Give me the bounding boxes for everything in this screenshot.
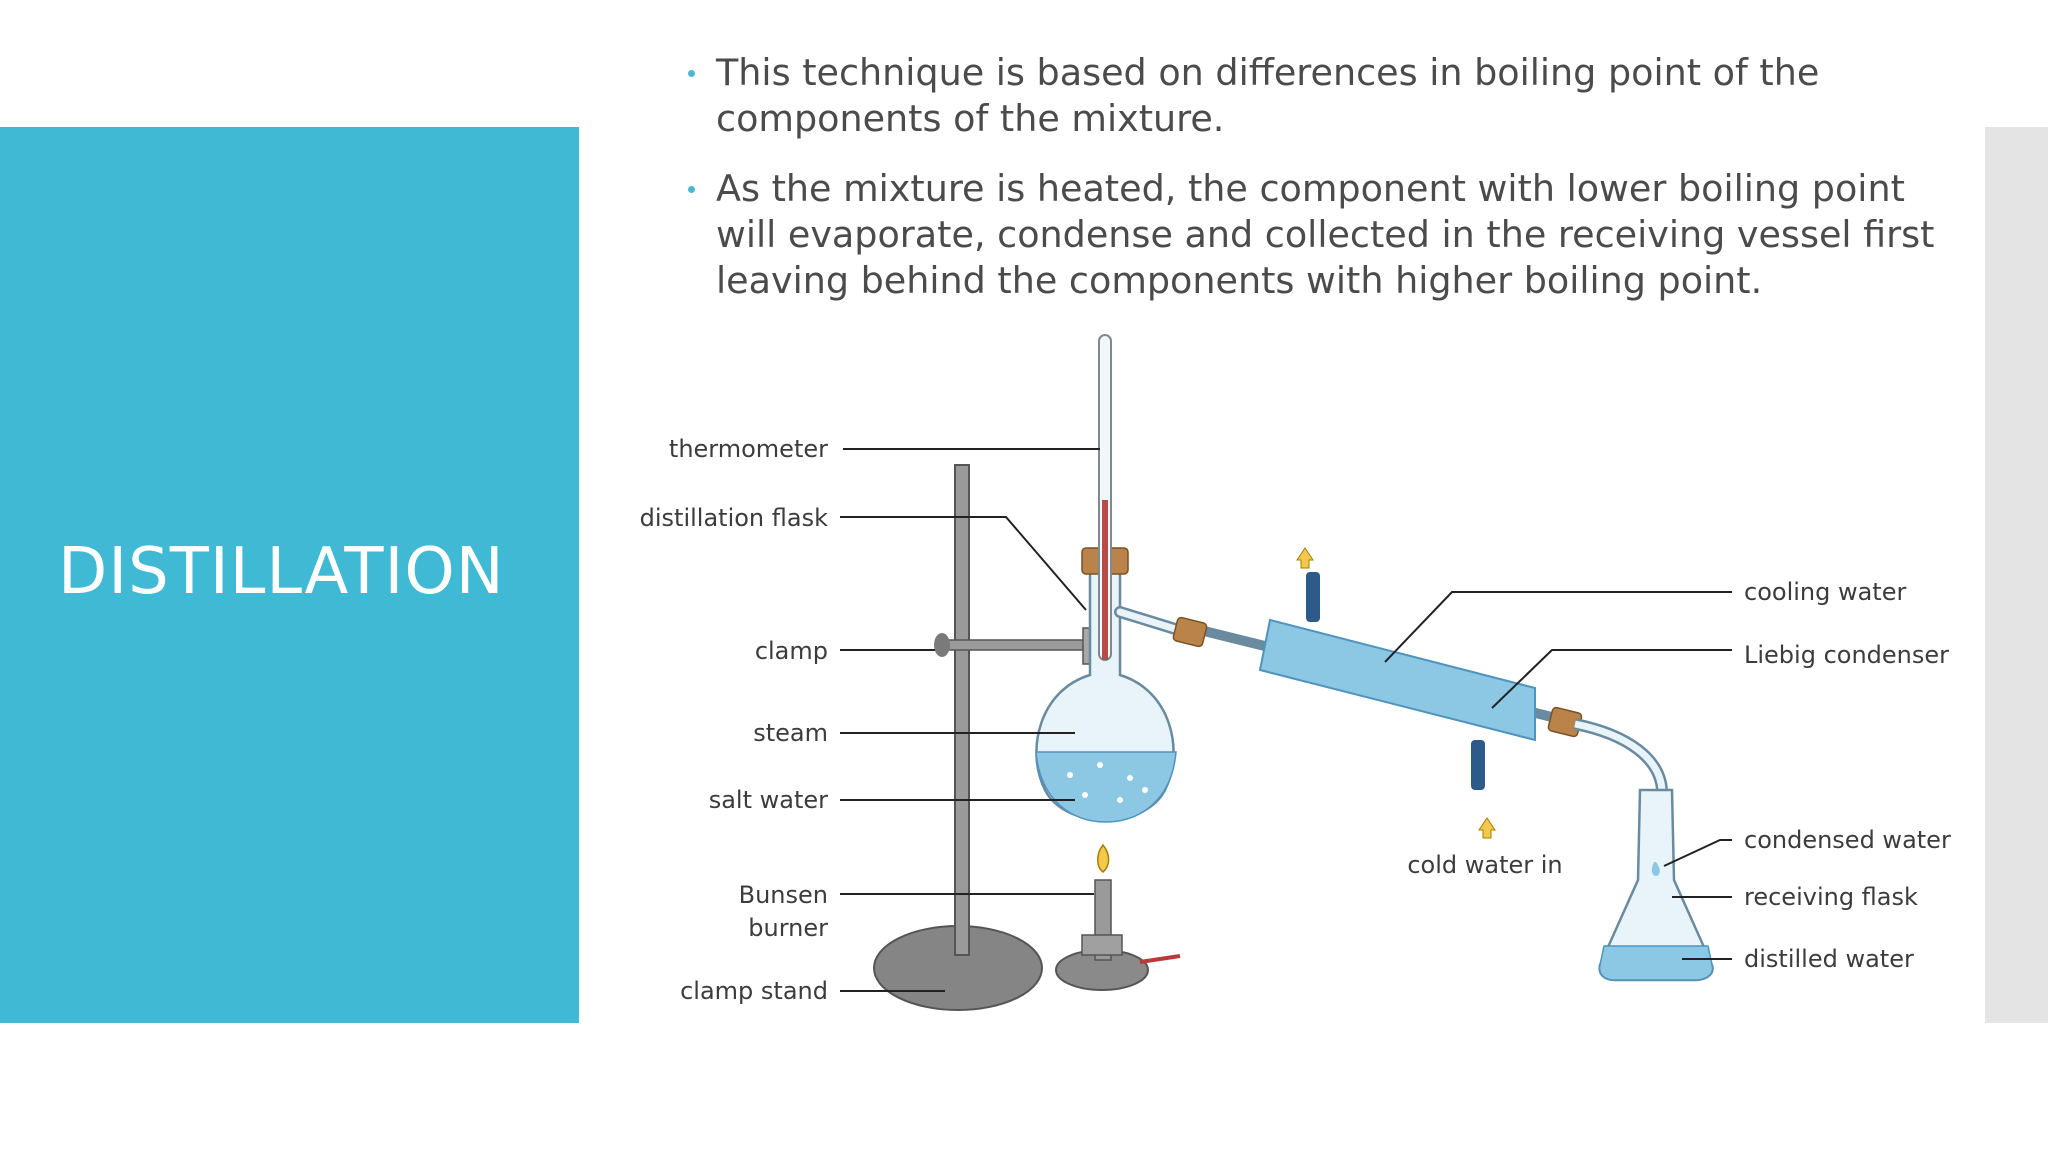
label-salt-water: salt water	[709, 786, 1075, 814]
svg-text:salt water: salt water	[709, 786, 828, 814]
liebig-condenser	[1172, 547, 1583, 839]
svg-text:thermometer: thermometer	[669, 435, 828, 463]
label-clamp: clamp	[755, 637, 935, 665]
label-bunsen-burner: Bunsen burner	[739, 881, 1094, 942]
svg-text:Liebig condenser: Liebig condenser	[1744, 641, 1949, 669]
label-clamp-stand: clamp stand	[680, 977, 945, 1005]
right-edge-band	[1985, 127, 2048, 1023]
bullet-item: As the mixture is heated, the component …	[688, 166, 1938, 304]
svg-text:cold water in: cold water in	[1407, 851, 1562, 879]
label-cooling-water: cooling water	[1384, 578, 1906, 663]
svg-text:distillation flask: distillation flask	[640, 504, 828, 532]
clamp-stand	[873, 464, 1043, 1011]
label-steam: steam	[753, 719, 1075, 747]
label-receiving-flask: receiving flask	[1672, 883, 1918, 911]
thermometer	[1098, 334, 1112, 661]
bullet-item: This technique is based on differences i…	[688, 50, 1938, 142]
bullet-text: As the mixture is heated, the component …	[716, 167, 1935, 302]
svg-text:distilled water: distilled water	[1744, 945, 1914, 973]
svg-text:receiving flask: receiving flask	[1744, 883, 1918, 911]
distillation-apparatus-diagram: thermometer distillation flask clamp ste…	[640, 334, 1951, 1011]
svg-text:Bunsen: Bunsen	[739, 881, 828, 909]
title-panel	[0, 127, 579, 1023]
bullet-list: This technique is based on differences i…	[688, 50, 1938, 328]
svg-text:burner: burner	[748, 914, 828, 942]
svg-text:clamp stand: clamp stand	[680, 977, 828, 1005]
distillation-flask	[1035, 547, 1191, 823]
label-distilled-water: distilled water	[1682, 945, 1914, 973]
svg-text:cooling water: cooling water	[1744, 578, 1906, 606]
label-condensed-water: condensed water	[1663, 826, 1951, 867]
svg-text:steam: steam	[753, 719, 828, 747]
svg-text:condensed water: condensed water	[1744, 826, 1951, 854]
slide-title: DISTILLATION	[58, 535, 505, 609]
label-cold-water-in: cold water in	[1407, 851, 1562, 879]
bullet-dot-icon	[688, 70, 695, 77]
bunsen-burner	[1055, 843, 1181, 991]
label-distillation-flask: distillation flask	[640, 504, 1087, 611]
bullet-text: This technique is based on differences i…	[716, 51, 1820, 140]
label-thermometer: thermometer	[669, 435, 1100, 463]
receiving-flask	[1573, 718, 1714, 982]
label-liebig-condenser: Liebig condenser	[1491, 641, 1949, 709]
bullet-dot-icon	[688, 186, 695, 193]
svg-text:clamp: clamp	[755, 637, 828, 665]
